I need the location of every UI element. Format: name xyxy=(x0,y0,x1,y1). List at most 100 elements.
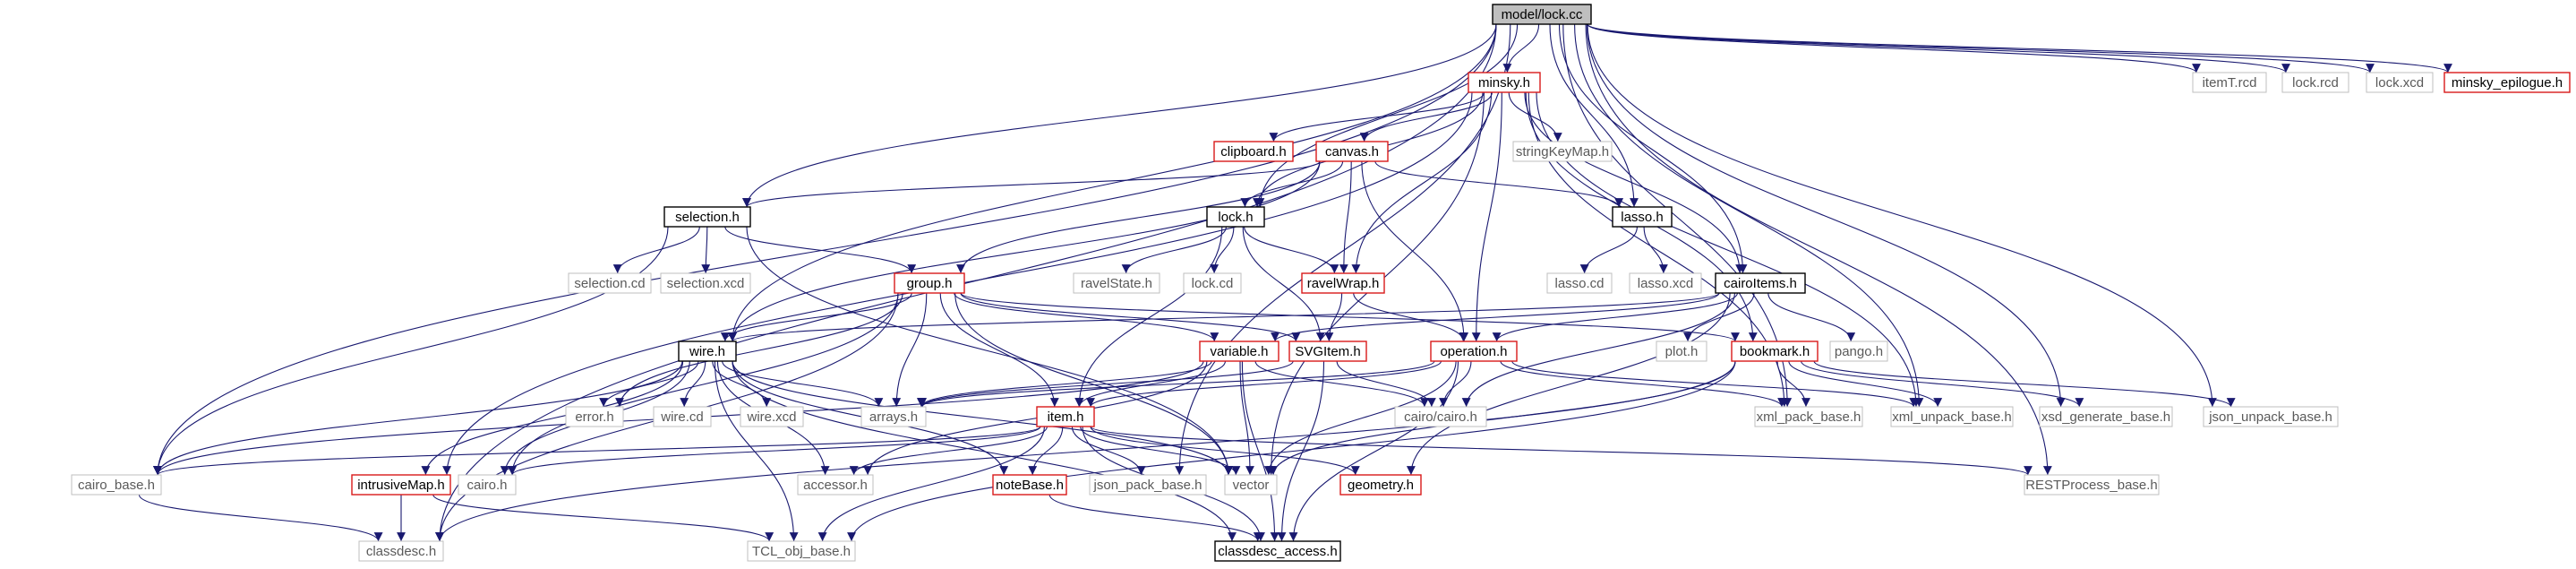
node-box xyxy=(1183,272,1242,294)
edge-lock_cc-to-wire_h xyxy=(728,23,1497,342)
node-group-h[interactable]: group.h xyxy=(894,272,965,294)
node-box xyxy=(1089,474,1207,496)
edge-wire_h-to-wire_xcd xyxy=(712,360,772,408)
node-lock-cc[interactable]: model/lock.cc xyxy=(1492,4,1592,25)
node-box xyxy=(1492,4,1592,25)
edge-wire_h-to-intrusiveMap_h xyxy=(421,360,684,476)
node-label: ravelState.h xyxy=(1081,276,1152,291)
node-variable-h[interactable]: variable.h xyxy=(1199,341,1279,362)
node-box xyxy=(653,406,712,427)
node-box xyxy=(358,540,444,562)
node-label: operation.h xyxy=(1440,344,1507,359)
node-box xyxy=(1612,206,1673,228)
edge-variable_h-to-item_h xyxy=(1074,360,1227,408)
node-operation-h[interactable]: operation.h xyxy=(1430,341,1518,362)
edge-lock_cc-to-cairo_base_h xyxy=(153,23,1497,476)
node-label: item.h xyxy=(1048,410,1084,425)
node-cairo-h: cairo.h xyxy=(458,474,517,496)
node-ravelWrap-h[interactable]: ravelWrap.h xyxy=(1301,272,1385,294)
node-box xyxy=(2443,72,2571,93)
edge-selection_h-to-vector xyxy=(746,226,1233,476)
node-stringKeyMap-h: stringKeyMap.h xyxy=(1512,141,1613,162)
node-label: bookmark.h xyxy=(1740,344,1810,359)
node-box xyxy=(894,272,965,294)
edge-operation_h-to-vector xyxy=(1263,360,1457,476)
node-box xyxy=(71,474,162,496)
edge-minsky_h-to-cairoItems_h xyxy=(1524,91,1745,274)
node-box xyxy=(1754,406,1863,427)
node-clipboard-h[interactable]: clipboard.h xyxy=(1213,141,1294,162)
edge-bookmark_h-to-xsd_generate_base_h xyxy=(1801,360,2084,408)
node-label: error.h xyxy=(575,410,613,425)
edge-lock_cc-to-classdesc_h xyxy=(435,23,1497,542)
edge-bookmark_h-to-classdesc_h xyxy=(435,360,1736,542)
node-lock-xcd: lock.xcd xyxy=(2366,72,2434,93)
edge-lock_cc-to-xml_pack_base_h xyxy=(1562,23,1793,408)
node-label: xsd_generate_base.h xyxy=(2041,410,2170,425)
node-box xyxy=(1339,474,1422,496)
edge-canvas_h-to-wire_h xyxy=(728,160,1321,342)
node-lock-h[interactable]: lock.h xyxy=(1206,206,1265,228)
node-SVGItem-h[interactable]: SVGItem.h xyxy=(1288,341,1367,362)
edge-canvas_h-to-selection_h xyxy=(742,160,1321,208)
node-label: lasso.h xyxy=(1621,210,1664,225)
edge-lock_cc-to-lasso_h xyxy=(1549,23,1639,208)
edge-canvas_h-to-lasso_h xyxy=(1374,160,1623,208)
node-lasso-h[interactable]: lasso.h xyxy=(1612,206,1673,228)
edge-intrusiveMap_h-to-TCL_obj_base_h xyxy=(432,494,775,542)
node-label: SVGItem.h xyxy=(1295,344,1360,359)
node-label: lasso.cd xyxy=(1554,276,1604,291)
node-item-h[interactable]: item.h xyxy=(1036,406,1095,427)
node-box xyxy=(568,272,652,294)
node-canvas-h[interactable]: canvas.h xyxy=(1315,141,1389,162)
node-wire-h[interactable]: wire.h xyxy=(678,341,737,362)
node-json-pack-base-h: json_pack_base.h xyxy=(1089,474,1207,496)
edge-lock_cc-to-RESTProcess_base_h xyxy=(1585,23,2052,476)
edge-wire_h-to-cairo_base_h xyxy=(153,360,683,476)
node-label: geometry.h xyxy=(1348,478,1414,493)
node-json-unpack-base-h: json_unpack_base.h xyxy=(2203,406,2339,427)
edge-cairoItems_h-to-pango_h xyxy=(1767,292,1856,342)
node-box xyxy=(860,406,927,427)
edge-lock_cc-to-json_unpack_base_h xyxy=(1587,23,2217,408)
node-box xyxy=(1715,272,1806,294)
node-lasso-xcd: lasso.xcd xyxy=(1629,272,1702,294)
edge-selection_h-to-selection_cd xyxy=(612,226,700,274)
node-box xyxy=(1288,341,1367,362)
edge-wire_h-to-arrays_h xyxy=(722,360,884,408)
edge-lock_cc-to-itemT_rcd xyxy=(1587,23,2201,73)
edge-cairoItems_h-to-variable_h xyxy=(1271,292,1720,342)
node-box xyxy=(1206,206,1265,228)
node-box xyxy=(1394,406,1487,427)
node-box xyxy=(1315,141,1389,162)
edge-operation_h-to-arrays_h xyxy=(918,360,1435,408)
node-box xyxy=(2366,72,2434,93)
node-selection-h[interactable]: selection.h xyxy=(663,206,751,228)
node-label: xml_pack_base.h xyxy=(1757,410,1861,425)
node-minsky-h[interactable]: minsky.h xyxy=(1468,72,1541,93)
node-lock-cd: lock.cd xyxy=(1183,272,1242,294)
edge-bookmark_h-to-TCL_obj_base_h xyxy=(847,360,1736,542)
edge-item_h-to-json_pack_base_h xyxy=(1071,426,1146,476)
node-bookmark-h[interactable]: bookmark.h xyxy=(1731,341,1819,362)
node-label: itemT.rcd xyxy=(2203,75,2257,91)
node-noteBase-h[interactable]: noteBase.h xyxy=(992,474,1067,496)
node-box xyxy=(1629,272,1702,294)
edge-canvas_h-to-operation_h xyxy=(1361,160,1469,342)
edge-canvas_h-to-lock_h xyxy=(1240,160,1344,208)
node-box xyxy=(1213,141,1294,162)
node-classdesc-access-h[interactable]: classdesc_access.h xyxy=(1214,540,1341,562)
node-wire-xcd: wire.xcd xyxy=(740,406,804,427)
node-minsky-epilogue-h[interactable]: minsky_epilogue.h xyxy=(2443,72,2571,93)
node-intrusiveMap-h[interactable]: intrusiveMap.h xyxy=(351,474,451,496)
edge-variable_h-to-arrays_h xyxy=(917,360,1212,408)
edge-selection_h-to-selection_xcd xyxy=(701,226,711,274)
edge-group_h-to-arrays_h xyxy=(892,292,928,408)
node-cairoItems-h[interactable]: cairoItems.h xyxy=(1715,272,1806,294)
edge-SVGItem_h-to-classdesc_access_h xyxy=(1277,360,1325,542)
node-accessor-h: accessor.h xyxy=(797,474,874,496)
node-geometry-h[interactable]: geometry.h xyxy=(1339,474,1422,496)
node-label: xml_unpack_base.h xyxy=(1892,410,2011,425)
edge-lock_cc-to-minsky_h xyxy=(1502,23,1540,73)
edge-lock_cc-to-lock_rcd xyxy=(1587,23,2290,73)
